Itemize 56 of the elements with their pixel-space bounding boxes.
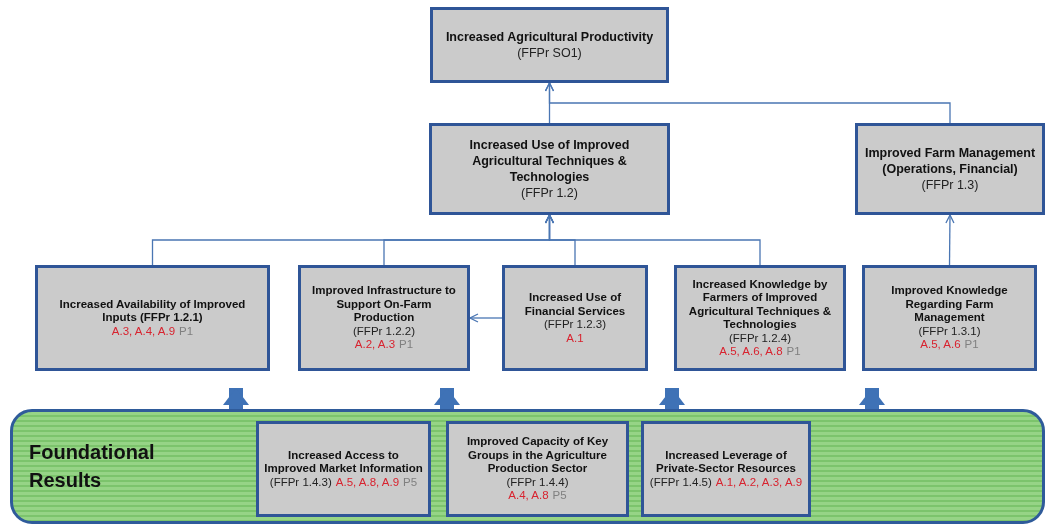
result-box — [446, 421, 629, 517]
connector-arrow — [469, 313, 503, 323]
activity-codes: A.5, A.6 — [920, 338, 961, 352]
priority-code: P1 — [399, 338, 414, 352]
result-title: Improved Farm Management (Operations, Financial) — [863, 145, 1037, 177]
block-arrow — [859, 388, 885, 409]
result-code: (FFPr 1.4.4) — [506, 475, 569, 490]
activity-codes: A.1, A.2, A.3, A.9 — [715, 475, 803, 490]
result-box — [855, 123, 1045, 215]
result-title: Increased Use of Improved Agricultural Techniques & Technologies — [468, 137, 631, 185]
connector-arrow — [945, 214, 955, 266]
result-box — [674, 265, 846, 371]
connector-arrow — [544, 82, 951, 124]
activity-codes: A.2, A.3 — [354, 338, 396, 352]
result-box — [430, 7, 669, 83]
result-code: (FFPr 1.3) — [921, 177, 979, 193]
activity-codes: A.5, A.6, A.8 — [719, 345, 783, 359]
band-title: Foundational Results — [29, 441, 155, 491]
result-box — [429, 123, 670, 215]
result-title: Improved Capacity of Key Groups in the Agriculture Production Sector — [465, 435, 610, 476]
result-box — [256, 421, 431, 517]
result-box — [502, 265, 648, 371]
result-title: Increased Access to Improved Market Information — [263, 448, 424, 476]
result-code: (FFPr 1.4.3) — [269, 475, 332, 490]
block-arrow — [659, 388, 685, 409]
result-title: Improved Infrastructure to Support On-Farm Production — [311, 284, 457, 325]
connector-arrow — [544, 214, 761, 266]
result-box — [862, 265, 1037, 371]
priority-code: P1 — [786, 345, 801, 359]
activity-codes: A.4, A.8 — [508, 489, 549, 503]
result-title: Increased Use of Financial Services — [523, 291, 627, 318]
block-arrow — [223, 388, 249, 409]
foundation-band — [10, 409, 1045, 524]
priority-code: P1 — [179, 324, 194, 339]
result-title: Increased Leverage of Private-Sector Resources — [655, 448, 797, 476]
result-code: (FFPr SO1) — [517, 45, 582, 61]
activity-codes: A.3, A.4, A.9 — [111, 324, 176, 339]
activity-codes: A.5, A.8, A.9 — [335, 475, 400, 490]
result-box — [35, 265, 270, 371]
priority-code: P5 — [552, 489, 567, 503]
result-title: Increased Agricultural Productivity — [445, 29, 654, 45]
result-box — [298, 265, 470, 371]
result-code: (FFPr 1.2.4) — [729, 331, 791, 345]
result-code: (FFPr 1.2.2) — [353, 324, 415, 339]
priority-code: P1 — [964, 338, 979, 352]
result-code: (FFPr 1.2.3) — [544, 318, 606, 332]
priority-code: P5 — [403, 475, 418, 490]
result-title: Increased Availability of Improved Inputs (FFPr 1.2.1) — [58, 297, 247, 325]
result-code: (FFPr 1.4.5) — [649, 475, 712, 490]
activity-codes: A.1 — [566, 331, 584, 345]
result-code: (FFPr 1.3.1) — [918, 324, 981, 339]
result-title: Increased Knowledge by Farmers of Improved Agricultural Techniques & Technologies — [687, 277, 833, 332]
result-title: Improved Knowledge Regarding Farm Management — [890, 284, 1009, 325]
result-code: (FFPr 1.2) — [521, 185, 578, 201]
block-arrow — [434, 388, 460, 409]
result-box — [641, 421, 811, 517]
